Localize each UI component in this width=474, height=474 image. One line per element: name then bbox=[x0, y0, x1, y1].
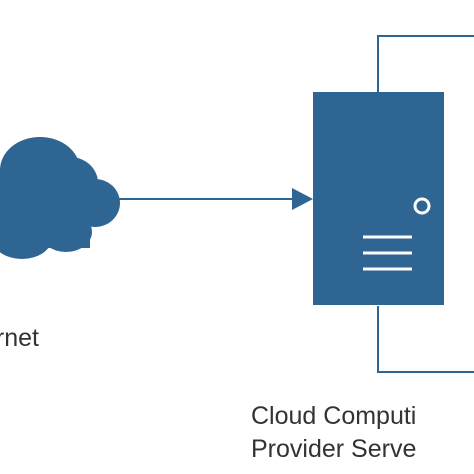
arrowhead-icon bbox=[292, 188, 313, 210]
server-power-indicator bbox=[413, 197, 431, 215]
server-bottom-connector bbox=[377, 306, 474, 373]
server-top-connector bbox=[377, 35, 474, 92]
server-icon bbox=[313, 92, 444, 305]
server-label-line-1: Cloud Computi bbox=[251, 402, 417, 430]
internet-label: ernet bbox=[0, 324, 39, 352]
server-label-line-2: Provider Serve bbox=[251, 434, 417, 463]
server-label: Cloud Computi Provider Serve bbox=[251, 400, 416, 465]
cloud-icon bbox=[0, 137, 120, 259]
